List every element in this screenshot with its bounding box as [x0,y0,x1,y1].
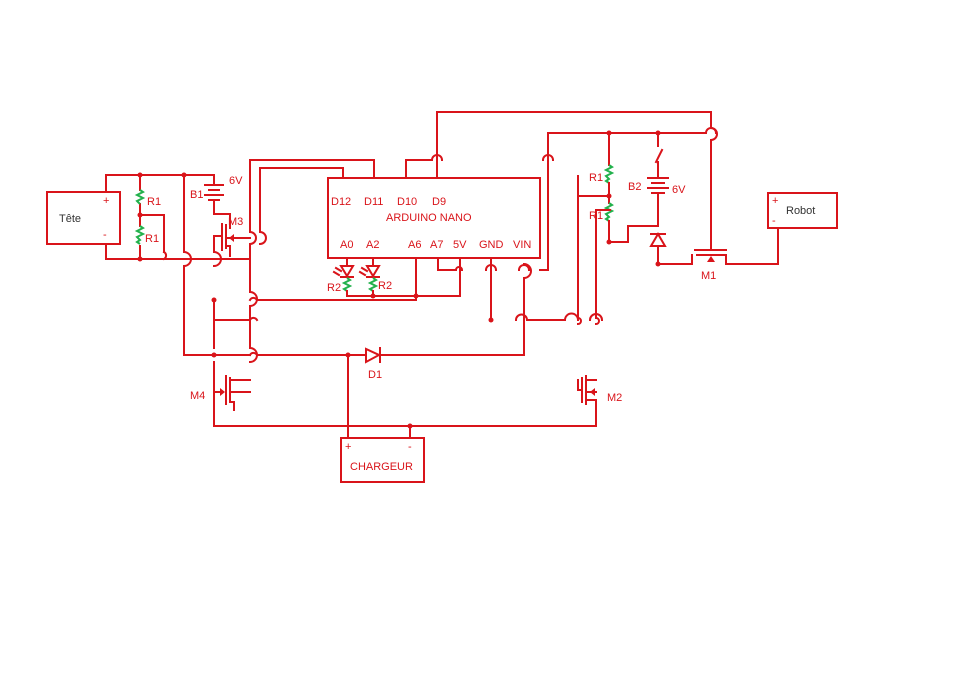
m2-label: M2 [607,392,622,404]
arduino-top-wiring [405,111,712,179]
robot-plus: + [772,195,778,207]
b1-voltage: 6V [229,175,243,187]
robot-label: Robot [786,205,815,217]
chargeur-plus: + [345,441,351,453]
pin-a2: A2 [366,239,379,251]
tete-minus: - [103,229,107,241]
diode-d1: D1 [365,347,382,381]
arduino-box: ARDUINO NANO D12 D11 D10 D9 A0 A2 A6 A7 … [327,177,541,259]
mosfet-m1: M1 [691,139,779,282]
chargeur-wiring [213,354,597,439]
m4-label: M4 [190,390,205,402]
b1-label: B1 [190,189,203,201]
r2-right-label: R2 [378,280,392,292]
chargeur-label: CHARGEUR [350,461,413,473]
middle-wires [213,257,566,356]
pin-vin: VIN [513,239,531,251]
tete-label: Tête [59,213,81,225]
b2-voltage: 6V [672,184,686,196]
pin-a7: A7 [430,239,443,251]
tete-box: Tête + - [46,191,121,245]
tete-wiring [105,174,251,356]
pin-5v: 5V [453,239,467,251]
right-resistors: R1 R1 [577,132,659,319]
pin-d12: D12 [331,196,351,208]
pin-a6: A6 [408,239,421,251]
pin-gnd: GND [479,239,504,251]
mosfet-m2: M2 [577,209,622,427]
pin-d9: D9 [432,196,446,208]
r1-left-bottom-label: R1 [145,233,159,245]
junction-dots [137,130,661,429]
arduino-label: ARDUINO NANO [386,212,472,224]
left-bus [213,159,375,349]
m1-label: M1 [701,270,716,282]
battery-b2: B2 6V [628,132,686,227]
tete-plus: + [103,195,109,207]
r1-left-top: R1 [134,189,161,208]
mosfet-m3: M3 [213,213,251,257]
chargeur-minus: - [408,441,412,453]
pin-d11: D11 [364,196,383,208]
crossover-hops [162,126,718,364]
robot-box: Robot + - [767,192,838,229]
r2-left-label: R2 [327,282,341,294]
pin-a0: A0 [340,239,353,251]
battery-b1: B1 6V [190,174,243,215]
d1-label: D1 [368,369,382,381]
m3-label: M3 [228,216,243,228]
r1-left-top-label: R1 [147,196,161,208]
pin-d10: D10 [397,196,417,208]
mosfet-m4: M4 [190,361,251,411]
led-a0: R2 [327,265,355,297]
chargeur-box: CHARGEUR + - [340,437,425,483]
led-a2: R2 [358,265,392,297]
robot-minus: - [772,215,776,227]
r1-right-top-label: R1 [589,172,603,184]
zener-diode [649,232,693,265]
arduino-bottom-wiring [346,159,549,321]
b2-label: B2 [628,181,641,193]
r1-left-bottom: R1 [134,225,159,245]
